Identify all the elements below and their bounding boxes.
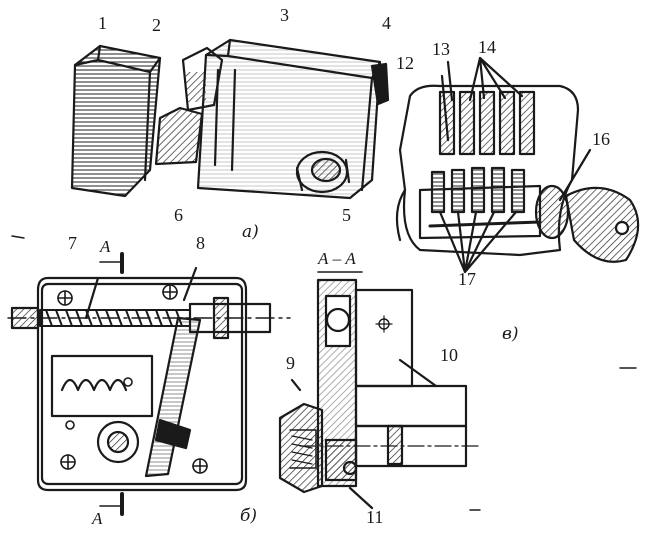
cylinder-bore	[96, 420, 140, 464]
callout-8: 8	[196, 233, 205, 253]
callout-7: 7	[68, 233, 77, 253]
callout-4: 4	[382, 13, 391, 33]
key	[534, 184, 640, 263]
callout-6: 6	[174, 205, 183, 225]
callout-2: 2	[152, 15, 161, 35]
part-3-body	[196, 38, 382, 200]
view-label-a: а)	[242, 222, 259, 242]
lever-8	[144, 316, 202, 478]
callout-3: 3	[280, 5, 289, 25]
callout-16: 16	[592, 129, 610, 149]
section-a-a-drawing	[278, 271, 481, 510]
view-label-c: в)	[502, 324, 519, 344]
knob-9	[278, 402, 324, 494]
part-6-block	[154, 106, 204, 166]
view-label-b: б)	[240, 506, 258, 526]
view-c-drawing	[395, 56, 640, 274]
section-mark-bottom: А	[92, 509, 103, 528]
callout-10: 10	[440, 345, 458, 365]
view-b-drawing	[7, 252, 291, 516]
section-mark-top: А	[100, 237, 111, 256]
callout-12: 12	[396, 53, 414, 73]
lower-pins	[430, 166, 526, 214]
lock-case	[36, 276, 248, 492]
screws	[57, 284, 208, 474]
callout-9: 9	[286, 353, 295, 373]
view-a-drawing	[70, 38, 390, 200]
callout-13: 13	[432, 39, 450, 59]
callout-11: 11	[366, 507, 384, 527]
upper-pins	[438, 90, 536, 156]
part-4-tab	[370, 62, 390, 106]
callout-14: 14	[478, 37, 496, 57]
callout-17: 17	[458, 269, 476, 289]
callout-1: 1	[98, 13, 107, 33]
section-title: А – А	[318, 249, 356, 268]
callout-5: 5	[342, 205, 351, 225]
